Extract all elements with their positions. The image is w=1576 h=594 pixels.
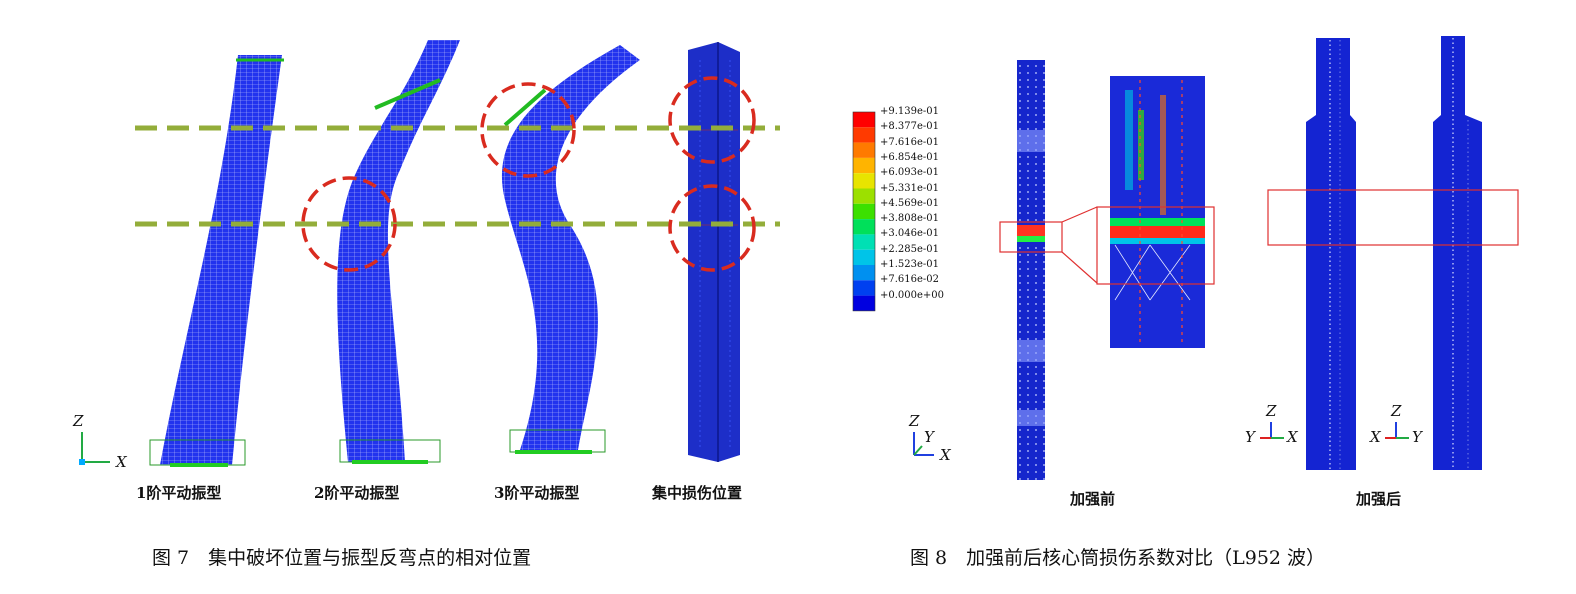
damage-circles (301, 76, 756, 272)
mode3-tower (501, 45, 640, 454)
fig7-panel-label-4: 集中损伤位置 (652, 484, 743, 502)
mode1-tower (149, 55, 284, 467)
legend-value: +7.616e-02 (880, 274, 940, 286)
after2-axis-x-label: X (1370, 428, 1381, 446)
fig8-axis-y-label: Y (924, 428, 934, 446)
after-compare-box (1267, 189, 1519, 246)
after1-axis-z-label: Z (1266, 402, 1277, 420)
after2-axis-z-label: Z (1391, 402, 1402, 420)
fig7-axis-triad (79, 432, 110, 465)
legend-swatch (853, 219, 875, 235)
after2-axis-y-label: Y (1412, 428, 1422, 446)
legend-value: +2.285e-01 (880, 243, 940, 255)
legend-value: +7.616e-01 (880, 136, 940, 148)
legend-swatch (853, 188, 875, 204)
fig8-panel-label-after: 加强后 (1356, 490, 1402, 508)
after-tube-left (1306, 38, 1356, 470)
legend-value: +3.046e-01 (880, 228, 940, 240)
mode2-tower (337, 40, 460, 464)
legend-swatch (853, 173, 875, 189)
fig7-axis-z-label: Z (73, 412, 84, 430)
legend-swatch (853, 112, 875, 128)
legend-swatch (853, 127, 875, 143)
legend-swatch (853, 234, 875, 250)
legend-swatch (853, 203, 875, 220)
fig8-axis-x-label: X (940, 446, 951, 464)
after1-axis-y-label: Y (1245, 428, 1255, 446)
legend-swatch (853, 265, 875, 281)
legend-swatch (853, 280, 875, 296)
legend-swatch (853, 157, 875, 174)
fig8-axis-triad-after-1 (1260, 422, 1284, 439)
after-tube-right (1433, 36, 1482, 470)
fig7-panel-label-2: 2阶平动振型 (314, 484, 400, 502)
fig8-panel-label-before: 加强前 (1070, 490, 1116, 508)
legend-swatch (853, 142, 875, 158)
legend-swatch (853, 295, 875, 311)
fig8-axis-triad-after-2 (1385, 422, 1409, 439)
fig7-panel-label-1: 1阶平动振型 (136, 484, 222, 502)
damage-legend (852, 111, 876, 312)
legend-value: +9.139e-01 (880, 106, 940, 117)
fig8-axis-z-label: Z (909, 412, 920, 430)
before-tube (999, 60, 1098, 480)
legend-value: +6.093e-01 (880, 167, 940, 179)
legend-value: +1.523e-01 (880, 259, 940, 270)
legend-value: +5.331e-01 (880, 182, 940, 194)
fig7-panel-label-3: 3阶平动振型 (494, 484, 580, 502)
legend-value: +6.854e-01 (880, 151, 940, 163)
before-zoom-detail (1096, 76, 1215, 348)
legend-value: +0.000e+00 (880, 289, 945, 301)
damage-core-tube (688, 42, 740, 462)
figure7-caption: 图 7 集中破坏位置与振型反弯点的相对位置 (152, 547, 532, 569)
fig8-axis-triad-main (913, 432, 934, 456)
figure8-caption: 图 8 加强前后核心筒损伤系数对比（L952 波） (910, 547, 1326, 569)
fig7-axis-x-label: X (116, 453, 127, 471)
legend-swatch (853, 249, 875, 265)
legend-value: +3.808e-01 (880, 213, 940, 225)
legend-frame (852, 111, 876, 312)
legend-value: +4.569e-01 (880, 197, 940, 209)
legend-value: +8.377e-01 (880, 121, 940, 133)
after1-axis-x-label: X (1287, 428, 1298, 446)
